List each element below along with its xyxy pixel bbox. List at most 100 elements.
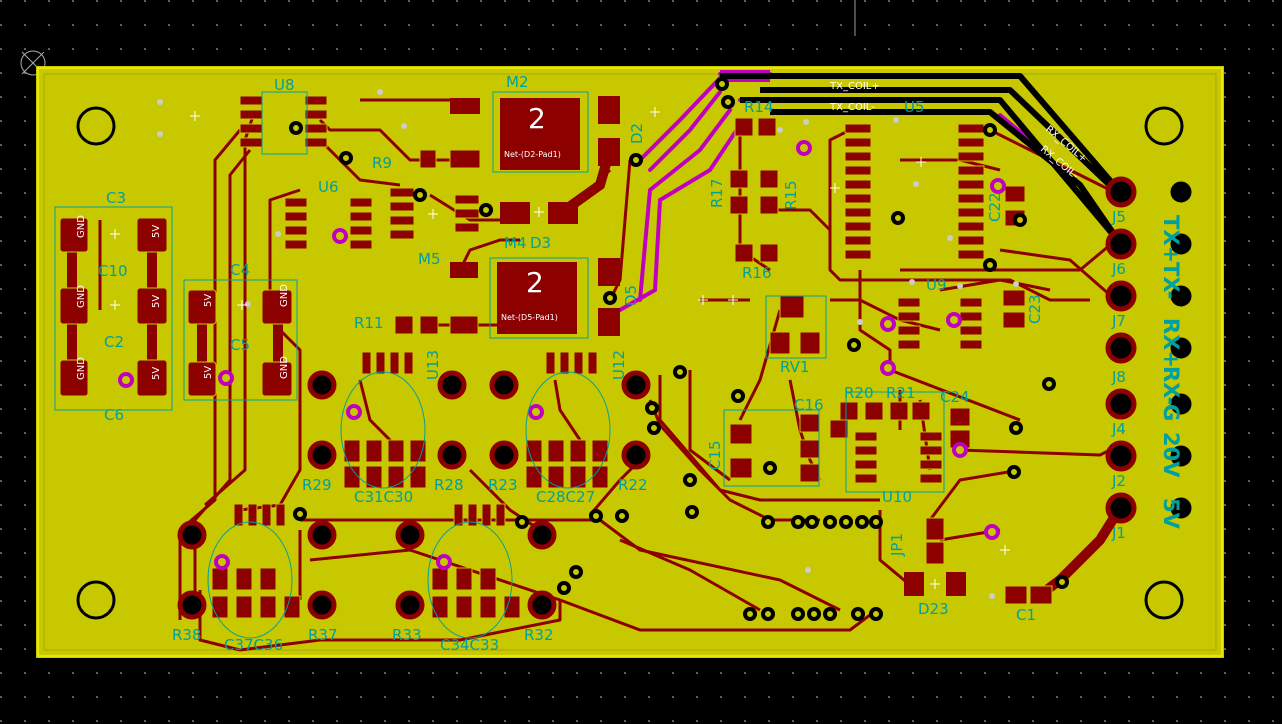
ref-c4: C4 bbox=[230, 261, 250, 279]
c5-pad-5v[interactable] bbox=[187, 361, 217, 397]
connector-pin-labels: TX+ TX- RX+ RX- G 20V 5V bbox=[1159, 215, 1183, 530]
ref-m4: M4 bbox=[504, 234, 527, 252]
ref-c10: C10 bbox=[98, 262, 128, 280]
ref-j4: J4 bbox=[1111, 420, 1126, 438]
pin-label-tx-minus: TX- bbox=[1159, 262, 1183, 300]
pin-label-rx-minus: RX- bbox=[1159, 366, 1183, 405]
pin-label-5v: 5V bbox=[1159, 498, 1183, 530]
pad-number: 2 bbox=[528, 102, 546, 135]
through-hole-pads[interactable] bbox=[177, 370, 651, 620]
ref-r37: R37 bbox=[308, 626, 338, 644]
u10-footprint[interactable] bbox=[854, 431, 943, 484]
ic-footprints[interactable] bbox=[233, 95, 985, 527]
coil-tracks bbox=[720, 73, 1123, 245]
silk-outlines bbox=[207, 91, 945, 639]
u5-footprint[interactable] bbox=[844, 123, 985, 260]
d3-pad-a[interactable] bbox=[500, 202, 530, 224]
capacitor-bank[interactable]: GND 5V GND 5V GND 5V 5V GND 5V GND bbox=[54, 206, 298, 411]
d23-pad-a[interactable] bbox=[904, 572, 924, 596]
u13-footprint[interactable] bbox=[361, 351, 414, 375]
diodes[interactable] bbox=[500, 96, 966, 596]
d2-pad-a[interactable] bbox=[598, 96, 620, 124]
ref-d5: D5 bbox=[622, 285, 640, 306]
ref-m2: M2 bbox=[506, 73, 529, 91]
ref-c34c33: C34C33 bbox=[440, 636, 499, 654]
ref-c2: C2 bbox=[104, 333, 124, 351]
mosfet-m4[interactable]: 2 Net-(D5-Pad1) bbox=[450, 257, 589, 339]
c5-pad-gnd[interactable] bbox=[261, 361, 293, 397]
ref-c31c30: C31C30 bbox=[354, 488, 413, 506]
c4-pad-gnd[interactable] bbox=[261, 289, 293, 325]
c10-pad-5v[interactable] bbox=[136, 287, 168, 325]
m4-drain-pad[interactable] bbox=[497, 262, 577, 334]
ref-r38: R38 bbox=[172, 626, 202, 644]
ref-u9: U9 bbox=[926, 276, 947, 294]
track-label-tx-coil-plus: TX_COIL+ bbox=[829, 81, 880, 92]
ref-c1: C1 bbox=[1016, 606, 1036, 624]
c3-pad-5v[interactable] bbox=[136, 217, 168, 253]
ref-u5: U5 bbox=[904, 98, 925, 116]
ref-u12: U12 bbox=[610, 350, 628, 380]
ref-r33: R33 bbox=[392, 626, 422, 644]
ref-c5: C5 bbox=[230, 336, 250, 354]
c2-pad-gnd[interactable] bbox=[59, 359, 89, 397]
u9-footprint[interactable] bbox=[897, 297, 983, 350]
pin-label-20v: 20V bbox=[1159, 432, 1183, 478]
ref-c6: C6 bbox=[104, 406, 124, 424]
ref-r9: R9 bbox=[372, 154, 392, 172]
ref-r16: R16 bbox=[742, 264, 772, 282]
ref-u8: U8 bbox=[274, 76, 295, 94]
pad-label-5v: 5V bbox=[151, 295, 162, 308]
ref-j1: J1 bbox=[1111, 524, 1126, 542]
m5-footprint[interactable] bbox=[389, 187, 480, 240]
pin-label-g: G bbox=[1159, 404, 1183, 421]
ref-u10: U10 bbox=[882, 488, 912, 506]
ref-r23: R23 bbox=[488, 476, 518, 494]
vias bbox=[118, 77, 1069, 621]
reference-designators: U8 M2 R9 U6 M4 D3 M5 R11 D2 D5 U13 U12 U… bbox=[98, 73, 1126, 654]
pad-label-gnd: GND bbox=[76, 215, 87, 238]
u8-footprint[interactable] bbox=[239, 95, 328, 148]
ref-c24: C24 bbox=[940, 388, 970, 406]
u-lower-left-footprint[interactable] bbox=[233, 503, 286, 527]
c10-pad-gnd[interactable] bbox=[59, 287, 89, 325]
pad-label-gnd: GND bbox=[76, 357, 87, 380]
silk-markers bbox=[110, 107, 1010, 589]
ref-r21: R21 bbox=[886, 384, 916, 402]
u6-footprint[interactable] bbox=[284, 197, 373, 250]
connector-header[interactable] bbox=[1105, 176, 1197, 524]
ref-u13: U13 bbox=[424, 350, 442, 380]
ref-c3: C3 bbox=[106, 189, 126, 207]
d5-pad-k[interactable] bbox=[598, 308, 620, 336]
ref-c23: C23 bbox=[1026, 294, 1044, 324]
ref-j2: J2 bbox=[1111, 472, 1126, 490]
d3-pad-k[interactable] bbox=[548, 202, 578, 224]
ref-r17: R17 bbox=[708, 178, 726, 208]
d5-pad-a[interactable] bbox=[598, 258, 620, 286]
pad-number: 2 bbox=[526, 266, 544, 299]
track-label-tx-coil-minus: TX_COIL- bbox=[829, 102, 875, 113]
ref-j6: J6 bbox=[1111, 260, 1126, 278]
pad-net-label: Net-(D2-Pad1) bbox=[504, 150, 561, 159]
board-edge bbox=[37, 67, 1223, 657]
ref-jp1: JP1 bbox=[888, 533, 906, 557]
ref-c28c27: C28C27 bbox=[536, 488, 595, 506]
mounting-holes bbox=[76, 106, 1184, 620]
d2-pad-k[interactable] bbox=[598, 138, 620, 166]
ref-r29: R29 bbox=[302, 476, 332, 494]
m2-drain-pad[interactable] bbox=[500, 98, 580, 170]
ref-c22: C22 bbox=[986, 192, 1004, 222]
pad-label-gnd: GND bbox=[279, 356, 290, 379]
ref-r32: R32 bbox=[524, 626, 554, 644]
ref-c15: C15 bbox=[706, 440, 724, 470]
ref-r14: R14 bbox=[744, 98, 774, 116]
c2-pad-5v[interactable] bbox=[136, 359, 168, 397]
pad-label-gnd: GND bbox=[279, 284, 290, 307]
ref-j7: J7 bbox=[1111, 312, 1126, 330]
d23-pad-k[interactable] bbox=[946, 572, 966, 596]
c3-pad-gnd[interactable] bbox=[59, 217, 89, 253]
board-keepout bbox=[43, 73, 1217, 651]
c4-pad-5v[interactable] bbox=[187, 289, 217, 325]
